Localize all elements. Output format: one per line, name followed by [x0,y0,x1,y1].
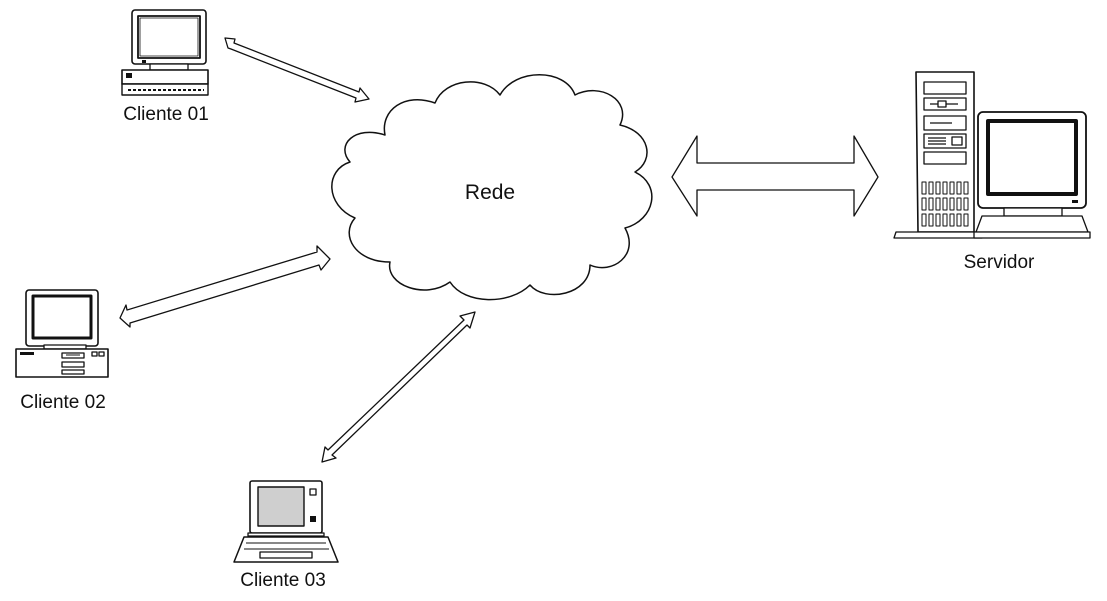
server-label: Servidor [963,252,1035,273]
network-label: Rede [464,181,516,204]
client-02-computer-icon [15,289,109,378]
client-01-label: Cliente 01 [123,104,209,125]
server-link-arrow [671,135,879,217]
client-01-computer-icon [121,9,209,96]
client-02-label: Cliente 02 [20,392,106,413]
client-03-label: Cliente 03 [240,570,326,591]
cloud-icon [331,74,653,301]
client-03-link-arrow [321,311,476,463]
client-02-link-arrow [119,245,331,328]
server-monitor-icon [973,111,1091,239]
client-01-link-arrow [224,37,370,103]
server-tower-icon [893,71,983,239]
client-03-laptop-icon [233,480,339,563]
